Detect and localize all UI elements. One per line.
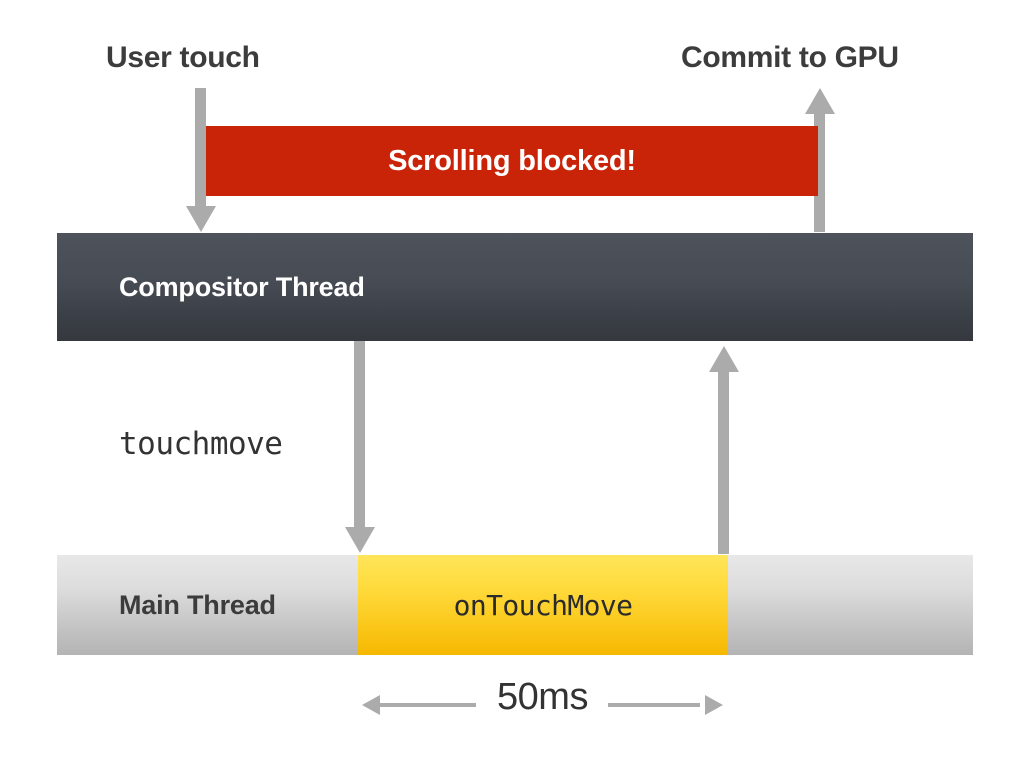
ontouchmove-task-block: onTouchMove [358,555,728,655]
arrow-up-icon-return-head [709,346,739,372]
main-thread-label: Main Thread [119,589,276,620]
scrolling-blocked-bar: Scrolling blocked! [206,126,818,196]
arrow-up-icon-commit-to-gpu-shaft [814,112,825,232]
scrolling-blocked-label: Scrolling blocked! [388,144,636,177]
compositor-thread-lane: Compositor Thread [57,233,973,341]
arrow-left-icon-measure [362,695,380,715]
measure-line-left [378,703,476,707]
duration-measure: 50ms [360,676,725,726]
ontouchmove-label: onTouchMove [453,588,633,622]
arrow-right-icon-measure [705,695,723,715]
label-touchmove: touchmove [119,426,283,462]
compositor-thread-label: Compositor Thread [119,271,365,302]
arrow-down-icon-touchmove-head [345,527,375,553]
measure-line-right [608,703,700,707]
arrow-down-icon-user-touch-head [186,206,216,232]
arrow-up-icon-commit-to-gpu-head [805,88,835,114]
arrow-up-icon-return-shaft [718,370,729,554]
arrow-down-icon-user-touch-shaft [195,88,206,210]
label-commit-to-gpu: Commit to GPU [681,41,899,74]
arrow-down-icon-touchmove-shaft [354,341,365,529]
label-user-touch: User touch [106,41,260,74]
duration-label: 50ms [497,676,588,718]
